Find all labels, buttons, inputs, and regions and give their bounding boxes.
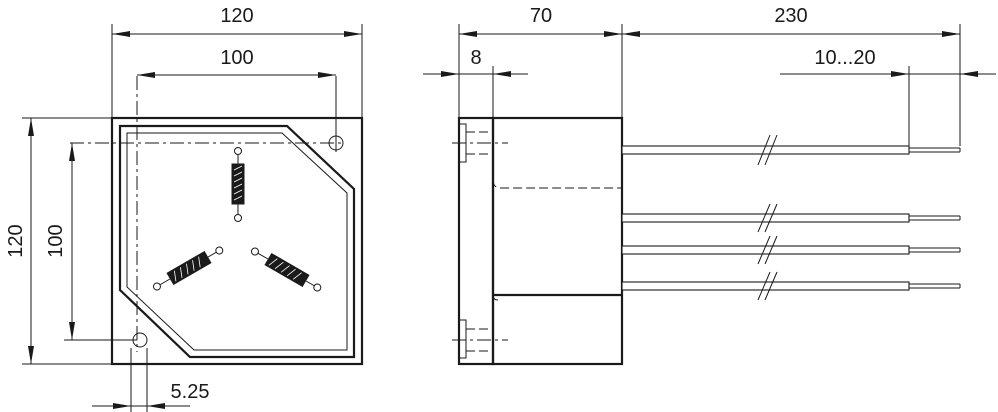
- dim-front-width-holes: 100: [137, 47, 336, 78]
- label-front-width-holes: 100: [220, 47, 253, 69]
- vertical-coil: [231, 147, 245, 222]
- dim-front-height-holes: 100: [45, 143, 137, 341]
- dim-front-width-outer: 120: [111, 5, 363, 118]
- dim-front-height-outer: 120: [5, 117, 112, 365]
- dim-side-flange: 8: [423, 47, 528, 77]
- dim-side-depth: 70: [459, 5, 622, 37]
- front-view: 120 100 120 100: [5, 5, 364, 412]
- lead-3: [621, 235, 961, 265]
- side-flange: [457, 116, 495, 366]
- side-screw-top: [452, 123, 508, 163]
- label-side-depth: 70: [530, 5, 552, 27]
- label-front-height-outer: 120: [5, 224, 27, 257]
- hole-top-right: [328, 135, 344, 151]
- label-front-height-holes: 100: [45, 224, 67, 257]
- label-hole-offset: 5.25: [171, 381, 210, 403]
- dim-strip-length: 10...20: [780, 47, 996, 77]
- side-body: [491, 116, 624, 366]
- front-inner-outline-2: [126, 132, 348, 351]
- hidden-cavity: [492, 140, 622, 189]
- label-strip-length: 10...20: [814, 47, 875, 69]
- label-front-width-outer: 120: [220, 5, 253, 27]
- lead-2: [621, 203, 961, 233]
- label-lead-length: 230: [774, 5, 807, 27]
- front-inner-outline: [118, 124, 356, 359]
- dim-lead-length: 230: [622, 5, 960, 37]
- side-screw-bottom: [452, 319, 508, 359]
- lead-1: [621, 134, 961, 166]
- right-coil: [250, 247, 322, 292]
- dim-hole-offset: 5.25: [92, 348, 209, 412]
- lead-4: [621, 271, 961, 301]
- side-view: 70 230 8 10...20: [423, 5, 996, 366]
- front-outer-frame: [110, 116, 364, 366]
- left-coil: [152, 246, 224, 291]
- label-side-flange: 8: [470, 47, 481, 69]
